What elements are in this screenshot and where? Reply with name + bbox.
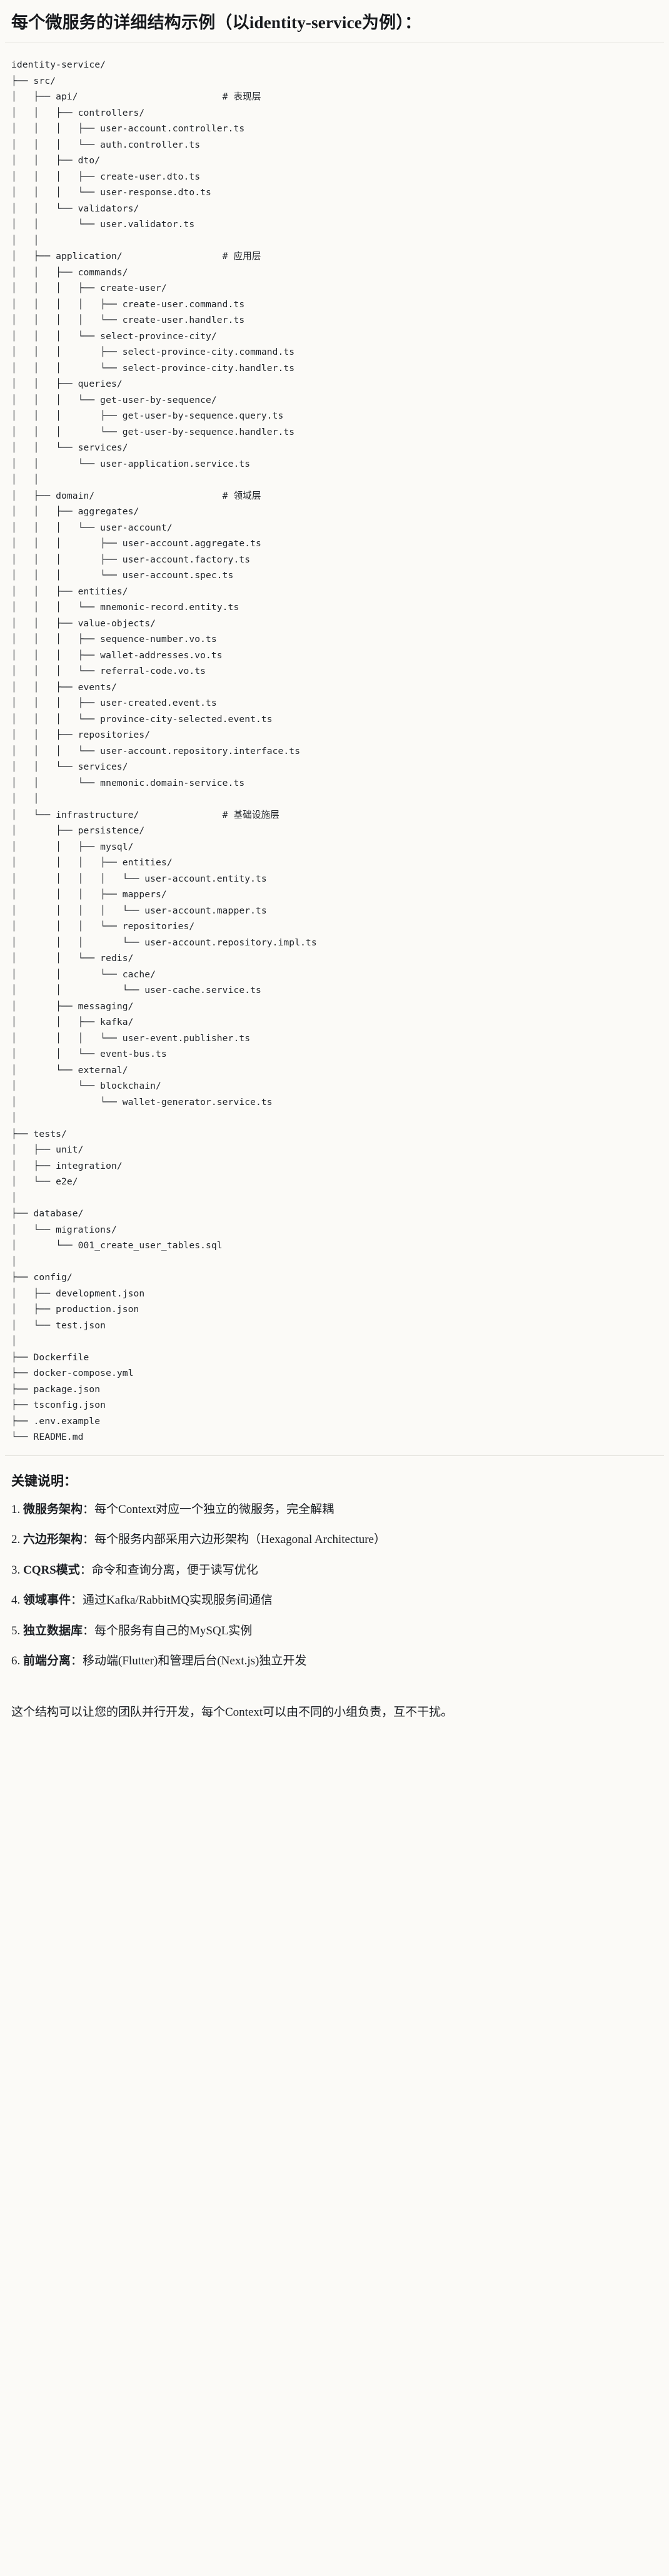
note-body: ：每个Context对应一个独立的微服务，完全解耦 bbox=[83, 1502, 334, 1516]
list-item: 独立数据库：每个服务有自己的MySQL实例 bbox=[11, 1622, 658, 1641]
key-notes-title: 关键说明： bbox=[11, 1473, 77, 1489]
note-body: ：每个服务有自己的MySQL实例 bbox=[83, 1624, 253, 1637]
title-block: 每个微服务的详细结构示例（以identity-service为例）： bbox=[0, 0, 669, 43]
note-key: CQRS模式 bbox=[23, 1563, 80, 1577]
note-key: 独立数据库 bbox=[23, 1624, 83, 1637]
note-key: 领域事件 bbox=[23, 1594, 71, 1607]
key-notes-block: 关键说明： 微服务架构：每个Context对应一个独立的微服务，完全解耦 六边形… bbox=[0, 1456, 669, 1687]
note-body: ：移动端(Flutter)和管理后台(Next.js)独立开发 bbox=[71, 1654, 307, 1668]
note-key: 前端分离 bbox=[23, 1654, 71, 1668]
closing-paragraph: 这个结构可以让您的团队并行开发，每个Context可以由不同的小组负责，互不干扰… bbox=[11, 1705, 453, 1719]
page-title: 每个微服务的详细结构示例（以identity-service为例）： bbox=[11, 13, 422, 32]
directory-tree: identity-service/ ├── src/ │ ├── api/ # … bbox=[11, 59, 317, 1443]
key-notes-list: 微服务架构：每个Context对应一个独立的微服务，完全解耦 六边形架构：每个服… bbox=[11, 1501, 658, 1671]
list-item: 六边形架构：每个服务内部采用六边形架构（Hexagonal Architectu… bbox=[11, 1531, 658, 1549]
note-body: ：通过Kafka/RabbitMQ实现服务间通信 bbox=[71, 1594, 273, 1607]
note-body: ：每个服务内部采用六边形架构（Hexagonal Architecture） bbox=[83, 1533, 386, 1547]
note-body: ：命令和查询分离，便于读写优化 bbox=[79, 1563, 258, 1577]
divider-bottom bbox=[5, 1455, 664, 1456]
directory-tree-block: identity-service/ ├── src/ │ ├── api/ # … bbox=[0, 43, 669, 1455]
list-item: 领域事件：通过Kafka/RabbitMQ实现服务间通信 bbox=[11, 1592, 658, 1610]
list-item: 微服务架构：每个Context对应一个独立的微服务，完全解耦 bbox=[11, 1501, 658, 1519]
page-root: 每个微服务的详细结构示例（以identity-service为例）： ident… bbox=[0, 0, 669, 1735]
list-item: CQRS模式：命令和查询分离，便于读写优化 bbox=[11, 1562, 658, 1580]
note-key: 微服务架构 bbox=[23, 1502, 83, 1516]
note-key: 六边形架构 bbox=[23, 1533, 83, 1547]
list-item: 前端分离：移动端(Flutter)和管理后台(Next.js)独立开发 bbox=[11, 1652, 658, 1671]
